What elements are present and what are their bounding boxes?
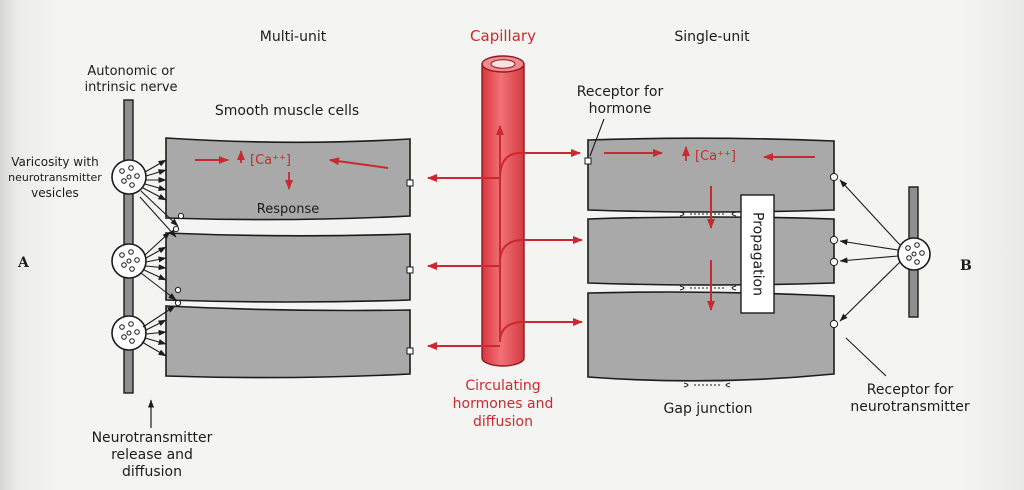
varicosities: [111, 159, 147, 351]
hormone-receptor-right: [584, 157, 592, 165]
capillary-flow-arrows: [427, 125, 583, 350]
autonomic-nerve-label-2: intrinsic nerve: [84, 80, 177, 95]
receptor-hormone-label-2: hormone: [589, 101, 652, 117]
ca-label-left: [Ca⁺⁺]: [250, 153, 291, 168]
smooth-muscle-label: Smooth muscle cells: [215, 103, 359, 119]
varicosity-3: [111, 315, 147, 351]
title-multi-unit: Multi-unit: [260, 29, 327, 45]
propagation-box: [740, 194, 775, 314]
neurotransmitter-receptors-right: [829, 172, 839, 329]
receptor-nt-pointer: [845, 337, 887, 377]
hormone-signal-arrow-left: [329, 157, 389, 169]
receptor-nt-label-1: Receptor for: [867, 382, 954, 398]
nt-release-label-2: release and: [111, 447, 193, 463]
varicosity-label-2: neurotransmitter: [8, 171, 102, 184]
neurotransmitter-receptors-left: [172, 212, 185, 307]
capillary: [481, 55, 525, 367]
hormone-receptor-left-3: [406, 347, 414, 355]
hormone-receptor-left-1: [406, 179, 414, 187]
multi-unit-cell-3: [165, 305, 411, 379]
varicosity-label-3: vesicles: [31, 186, 79, 200]
single-unit-cell-3: [587, 291, 835, 382]
gap-junction-label: Gap junction: [664, 401, 753, 417]
title-capillary: Capillary: [470, 27, 536, 45]
varicosity-2: [111, 243, 147, 279]
autonomic-nerve-label-1: Autonomic or: [87, 64, 175, 79]
panel-b-label: B: [960, 258, 972, 274]
title-single-unit: Single-unit: [674, 29, 750, 45]
receptor-nt-label-2: neurotransmitter: [850, 399, 969, 415]
response-label: Response: [257, 202, 319, 217]
panel-a-label: A: [17, 255, 30, 271]
gap-junctions: [679, 211, 737, 388]
ca-label-right: [Ca⁺⁺]: [695, 149, 736, 164]
nt-release-label-3: diffusion: [122, 464, 182, 480]
varicosity-right: [897, 237, 931, 271]
varicosity-label-1: Varicosity with: [11, 155, 99, 169]
circulating-label-2: hormones and: [453, 396, 554, 412]
receptor-hormone-label-1: Receptor for: [577, 84, 664, 100]
receptor-hormone-pointer: [589, 118, 605, 157]
propagation-label: Propagation: [750, 212, 766, 296]
circulating-label-3: diffusion: [473, 414, 533, 430]
varicosity-1: [111, 159, 147, 195]
hormone-receptor-left-2: [406, 266, 414, 274]
nt-release-label-1: Neurotransmitter: [92, 430, 213, 446]
neurotransmitter-arrows: [139, 159, 179, 357]
right-neurotransmitter-arrows: [839, 179, 901, 322]
circulating-label-1: Circulating: [465, 378, 540, 394]
multi-unit-cell-2: [165, 232, 411, 303]
